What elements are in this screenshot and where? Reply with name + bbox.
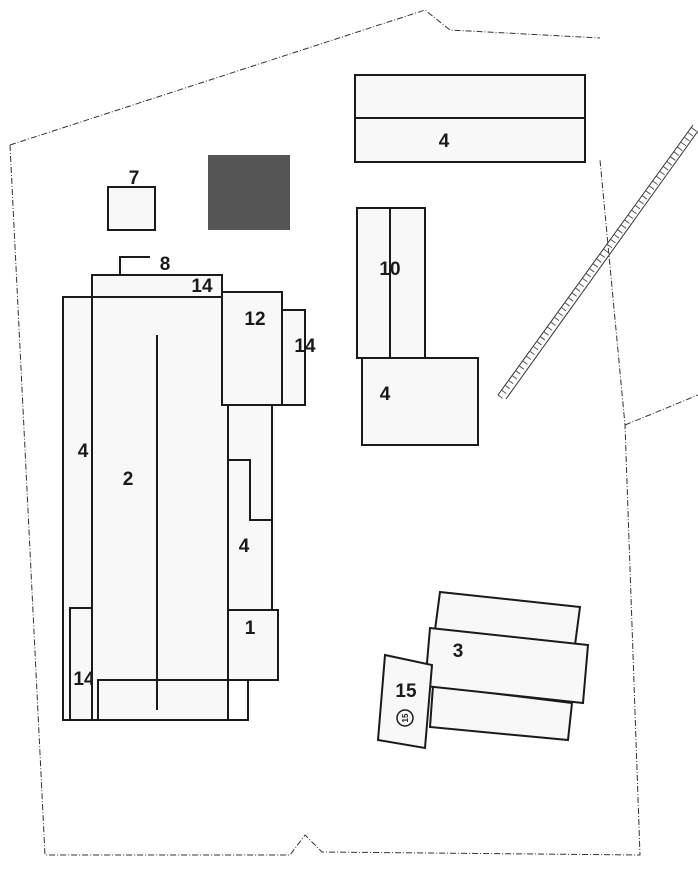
building-2-main: 2 [91,296,249,721]
building-3: 3 [423,590,590,742]
site-boundary [9,9,698,856]
shaded-building [208,155,290,230]
label: 14 [294,336,316,357]
label: 3 [453,641,464,662]
building-14-right: 14 [281,309,316,406]
marker-label: 15 [401,713,410,722]
building-1: 1 [227,609,279,681]
building-12: 12 [221,291,283,406]
label: 4 [239,536,250,557]
label: 2 [123,469,134,490]
building-8: 8 [119,254,171,275]
building-14-top: 14 [91,274,223,298]
label: 12 [244,309,265,330]
label: 8 [160,254,171,275]
label: 4 [78,441,89,462]
label: 7 [129,168,140,189]
label: 14 [73,669,95,690]
building-15: 15 15 [376,653,434,750]
label: 15 [395,681,417,702]
label: 14 [191,276,213,297]
building-4-middle: 4 [227,404,273,611]
label: 4 [380,384,391,405]
building-4-l-base: 4 [361,357,479,446]
label: 1 [245,618,256,639]
marker-circle [396,709,414,727]
label: 4 [439,131,450,152]
railway-track [497,124,698,400]
label: 10 [379,259,400,280]
building-7: 7 [107,168,156,231]
building-4-top-right: 4 [354,74,586,163]
building-10: 10 [356,207,426,359]
